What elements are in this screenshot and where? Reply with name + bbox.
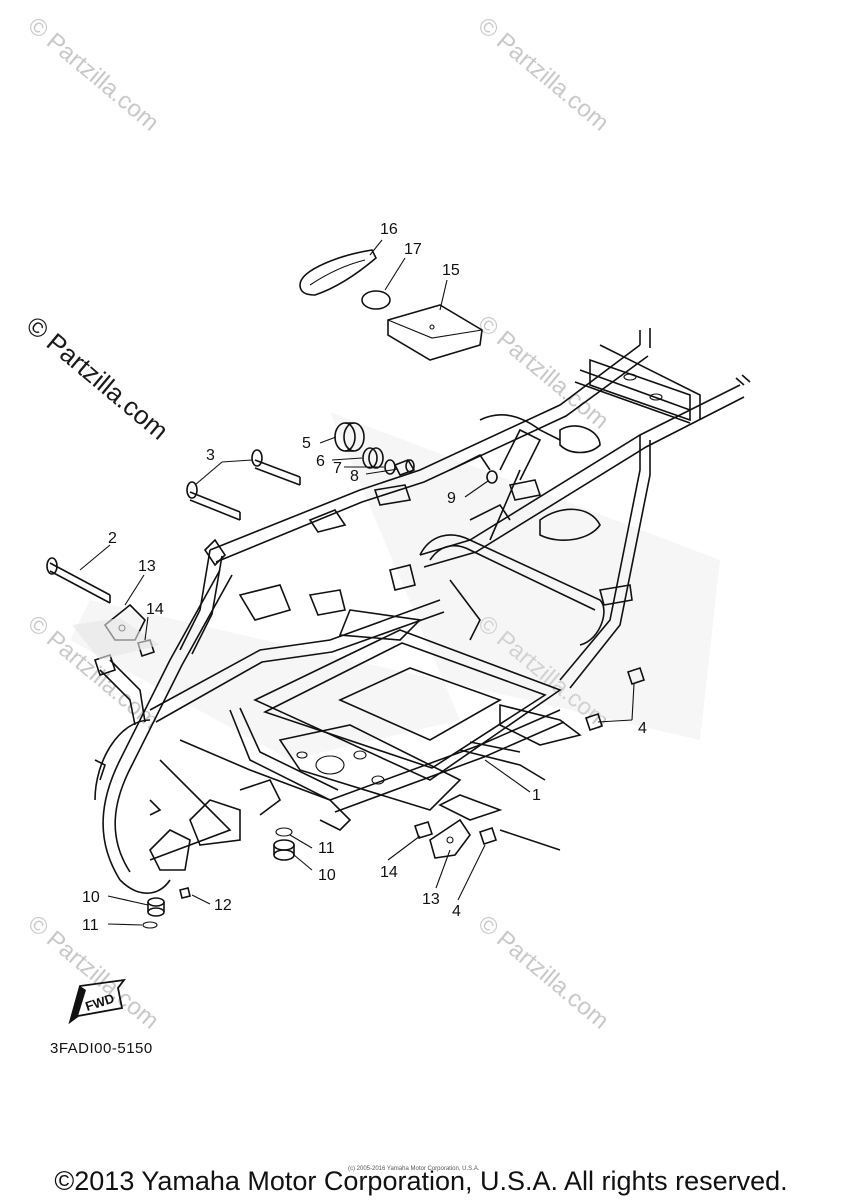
callout-11-right: 11	[318, 840, 335, 857]
callout-1: 1	[532, 787, 541, 804]
part-6-collar	[362, 447, 384, 469]
copyright-notice: ©2013 Yamaha Motor Corporation, U.S.A. A…	[54, 1166, 788, 1196]
callout-8: 8	[350, 468, 359, 485]
part-16-cover	[299, 249, 377, 296]
part-4-nut-upper	[626, 666, 646, 686]
callout-9: 9	[447, 490, 456, 507]
callout-13-upper: 13	[138, 558, 156, 575]
callout-13-lower: 13	[422, 891, 440, 908]
callout-labels: 16 17 15 5 6 7 8 9 3 2 13 14 4 1 11 10 1…	[82, 221, 647, 934]
callout-14-lower: 14	[380, 864, 398, 881]
part-10-damper-right	[273, 839, 295, 861]
callout-4-right: 4	[638, 720, 647, 737]
part-11-ring-left	[142, 921, 158, 929]
callout-7: 7	[333, 460, 342, 477]
part-2-bolt	[46, 557, 111, 604]
part-4-nut-bottom	[478, 826, 498, 846]
part-9-nut	[486, 470, 498, 484]
part-13-bracket-lower	[429, 818, 471, 859]
fwd-arrow-icon: FWD	[68, 978, 127, 1025]
part-10-damper-left	[147, 897, 165, 917]
callout-2: 2	[108, 530, 117, 547]
part-12-bolt	[179, 887, 191, 899]
part-14-nut-lower	[413, 821, 434, 839]
callout-4-bottom: 4	[452, 903, 461, 920]
reference-code: 3FADI00-5150	[50, 1040, 153, 1057]
callout-10-right: 10	[318, 867, 336, 884]
callout-16: 16	[380, 221, 398, 238]
part-3-bolts	[186, 449, 301, 521]
callout-5: 5	[302, 435, 311, 452]
callout-15: 15	[442, 262, 460, 279]
part-17-ring	[361, 290, 391, 310]
callout-10-left: 10	[82, 889, 100, 906]
leader-lines	[79, 239, 635, 926]
callout-11-left: 11	[82, 917, 99, 934]
part-7-washer	[384, 459, 396, 475]
frame-body	[93, 328, 751, 894]
part-4-nut-lower	[584, 712, 604, 732]
callout-3: 3	[206, 447, 215, 464]
part-8-bolt	[393, 459, 416, 476]
fine-print: (c) 2005-2016 Yamaha Motor Corporation, …	[348, 1166, 480, 1172]
callout-17: 17	[404, 241, 422, 258]
part-15-pouch	[387, 304, 483, 361]
callout-12: 12	[214, 897, 232, 914]
callout-14-upper: 14	[146, 601, 164, 618]
callout-6: 6	[316, 453, 325, 470]
part-11-ring-right	[275, 827, 293, 837]
